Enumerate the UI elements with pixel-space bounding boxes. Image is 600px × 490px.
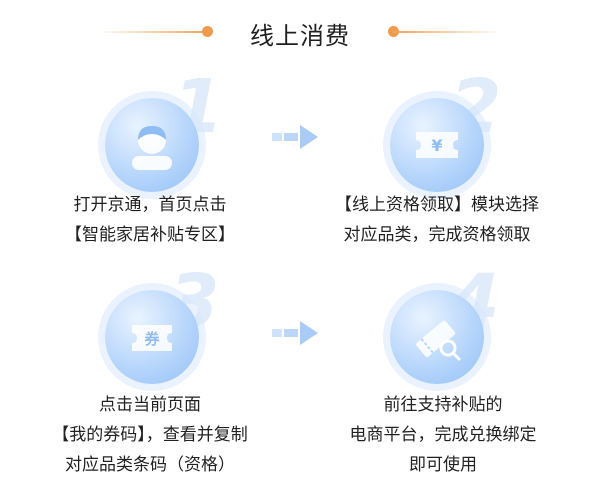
arrow-right-icon [272, 125, 318, 149]
coupon-icon: 券 [105, 290, 199, 384]
arrow-right-icon [272, 321, 318, 345]
step-description: 【线上资格领取】模块选择 对应品类，完成资格领取 [287, 190, 587, 250]
svg-text:券: 券 [144, 330, 160, 348]
desc-line: 【智能家居补贴专区】 [65, 225, 235, 245]
section-title: 线上消费 [250, 22, 350, 50]
desc-line: 打开京通，首页点击 [73, 195, 227, 215]
desc-line: 电商平台，完成兑换绑定 [349, 425, 537, 445]
desc-line: 前往支持补贴的 [383, 395, 503, 415]
desc-line: 对应品类条码（资格） [65, 455, 235, 475]
header-line-left [98, 31, 208, 33]
step-3: 3 券 点击当前页面 【我的券码】，查看并复制 对应品类条码（资格） [20, 265, 280, 475]
step-description: 点击当前页面 【我的券码】，查看并复制 对应品类条码（资格） [0, 390, 300, 480]
desc-line: 【线上资格领取】模块选择 [335, 195, 539, 215]
step-description: 前往支持补贴的 电商平台，完成兑换绑定 即可使用 [293, 390, 593, 480]
desc-line: 对应品类，完成资格领取 [343, 225, 531, 245]
ticket-search-icon [390, 290, 484, 384]
yuan-ticket-icon: ¥ [390, 98, 484, 192]
section-header: 线上消费 [0, 12, 600, 52]
step-description: 打开京通，首页点击 【智能家居补贴专区】 [0, 190, 300, 250]
header-line-right [392, 31, 502, 33]
desc-line: 【我的券码】，查看并复制 [52, 425, 248, 445]
header-dot-left [202, 26, 213, 37]
svg-text:¥: ¥ [431, 136, 442, 155]
user-icon [105, 98, 199, 192]
step-2: 2 ¥ 【线上资格领取】模块选择 对应品类，完成资格领取 [320, 70, 580, 270]
desc-line: 即可使用 [409, 455, 477, 475]
desc-line: 点击当前页面 [99, 395, 201, 415]
step-4: 4 前往支持补贴的 电商平台，完成兑换绑定 即可使用 [320, 265, 580, 475]
step-1: 1 打开京通，首页点击 【智能家居补贴专区】 [20, 70, 280, 270]
